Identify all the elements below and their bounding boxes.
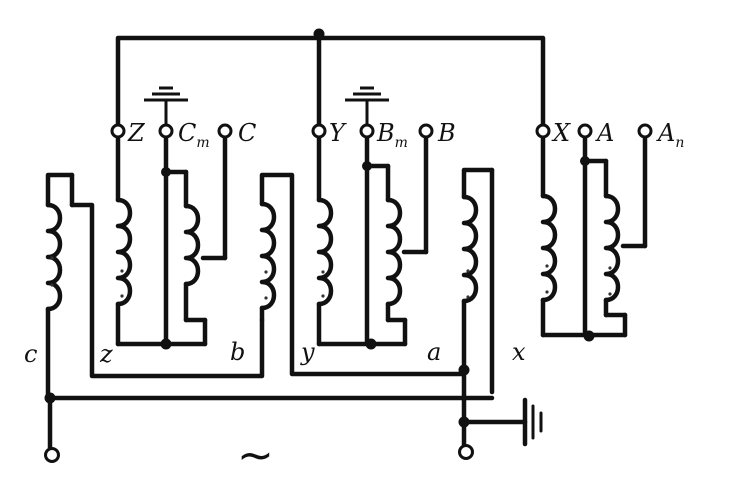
lv-winding-c: [45, 172, 265, 401]
phase-c-hv-group: Z Cm C: [110, 86, 256, 350]
label-X: X: [551, 119, 571, 147]
terminal-C[interactable]: [217, 123, 233, 139]
phase-b-hv-group: Y Bm B: [311, 86, 456, 350]
label-a: a: [427, 338, 441, 366]
label-x: x: [512, 338, 526, 366]
phase-a-hv-group: X A An: [535, 119, 684, 342]
label-A: A: [595, 119, 614, 147]
label-c: c: [24, 340, 37, 368]
winding-c-reg-coil: [186, 206, 198, 284]
label-C: C: [238, 119, 256, 147]
terminal-Y[interactable]: [311, 123, 327, 139]
terminal-X[interactable]: [535, 123, 551, 139]
lv-winding-b: [259, 172, 467, 377]
label-y: y: [300, 338, 315, 366]
ground-symbol-cm: [142, 86, 190, 102]
coil-dots: [50, 256, 612, 300]
label-b: b: [230, 338, 245, 366]
c-neutral-node: [160, 338, 172, 350]
ground-symbol-bm: [343, 86, 391, 102]
top-neutral-bus: [115, 28, 546, 133]
label-Cm: Cm: [178, 119, 210, 151]
supply-leads: [44, 392, 543, 463]
terminal-B[interactable]: [418, 123, 434, 139]
lv-coil-a: [464, 197, 476, 301]
winding-z-coil: [118, 200, 130, 304]
terminal-A[interactable]: [577, 123, 593, 139]
lv-coil-b: [262, 204, 274, 308]
label-Y: Y: [329, 119, 347, 147]
label-B: B: [437, 119, 456, 147]
winding-y-coil: [319, 200, 331, 304]
bus-junction-node: [313, 28, 325, 40]
a-z-junction-node: [458, 364, 470, 376]
label-z: z: [99, 340, 113, 368]
winding-b-reg-coil: [388, 200, 400, 304]
label-Bm: Bm: [376, 119, 408, 151]
winding-a-reg-coil: [606, 196, 618, 300]
b-neutral-node: [365, 338, 377, 350]
label-An: An: [656, 119, 684, 151]
lv-coil-c: [48, 205, 60, 309]
ac-supply-symbol: ~: [237, 430, 274, 481]
terminal-supply-right[interactable]: [458, 444, 474, 460]
lv-winding-a: [45, 167, 495, 456]
terminal-Bm[interactable]: [359, 123, 375, 139]
terminal-supply-left[interactable]: [44, 447, 60, 463]
label-Z: Z: [127, 119, 146, 147]
terminal-An[interactable]: [637, 123, 653, 139]
winding-x-coil: [543, 196, 555, 300]
terminal-Cm[interactable]: [158, 123, 174, 139]
terminal-Z[interactable]: [110, 123, 126, 139]
a-neutral-node: [583, 330, 595, 342]
